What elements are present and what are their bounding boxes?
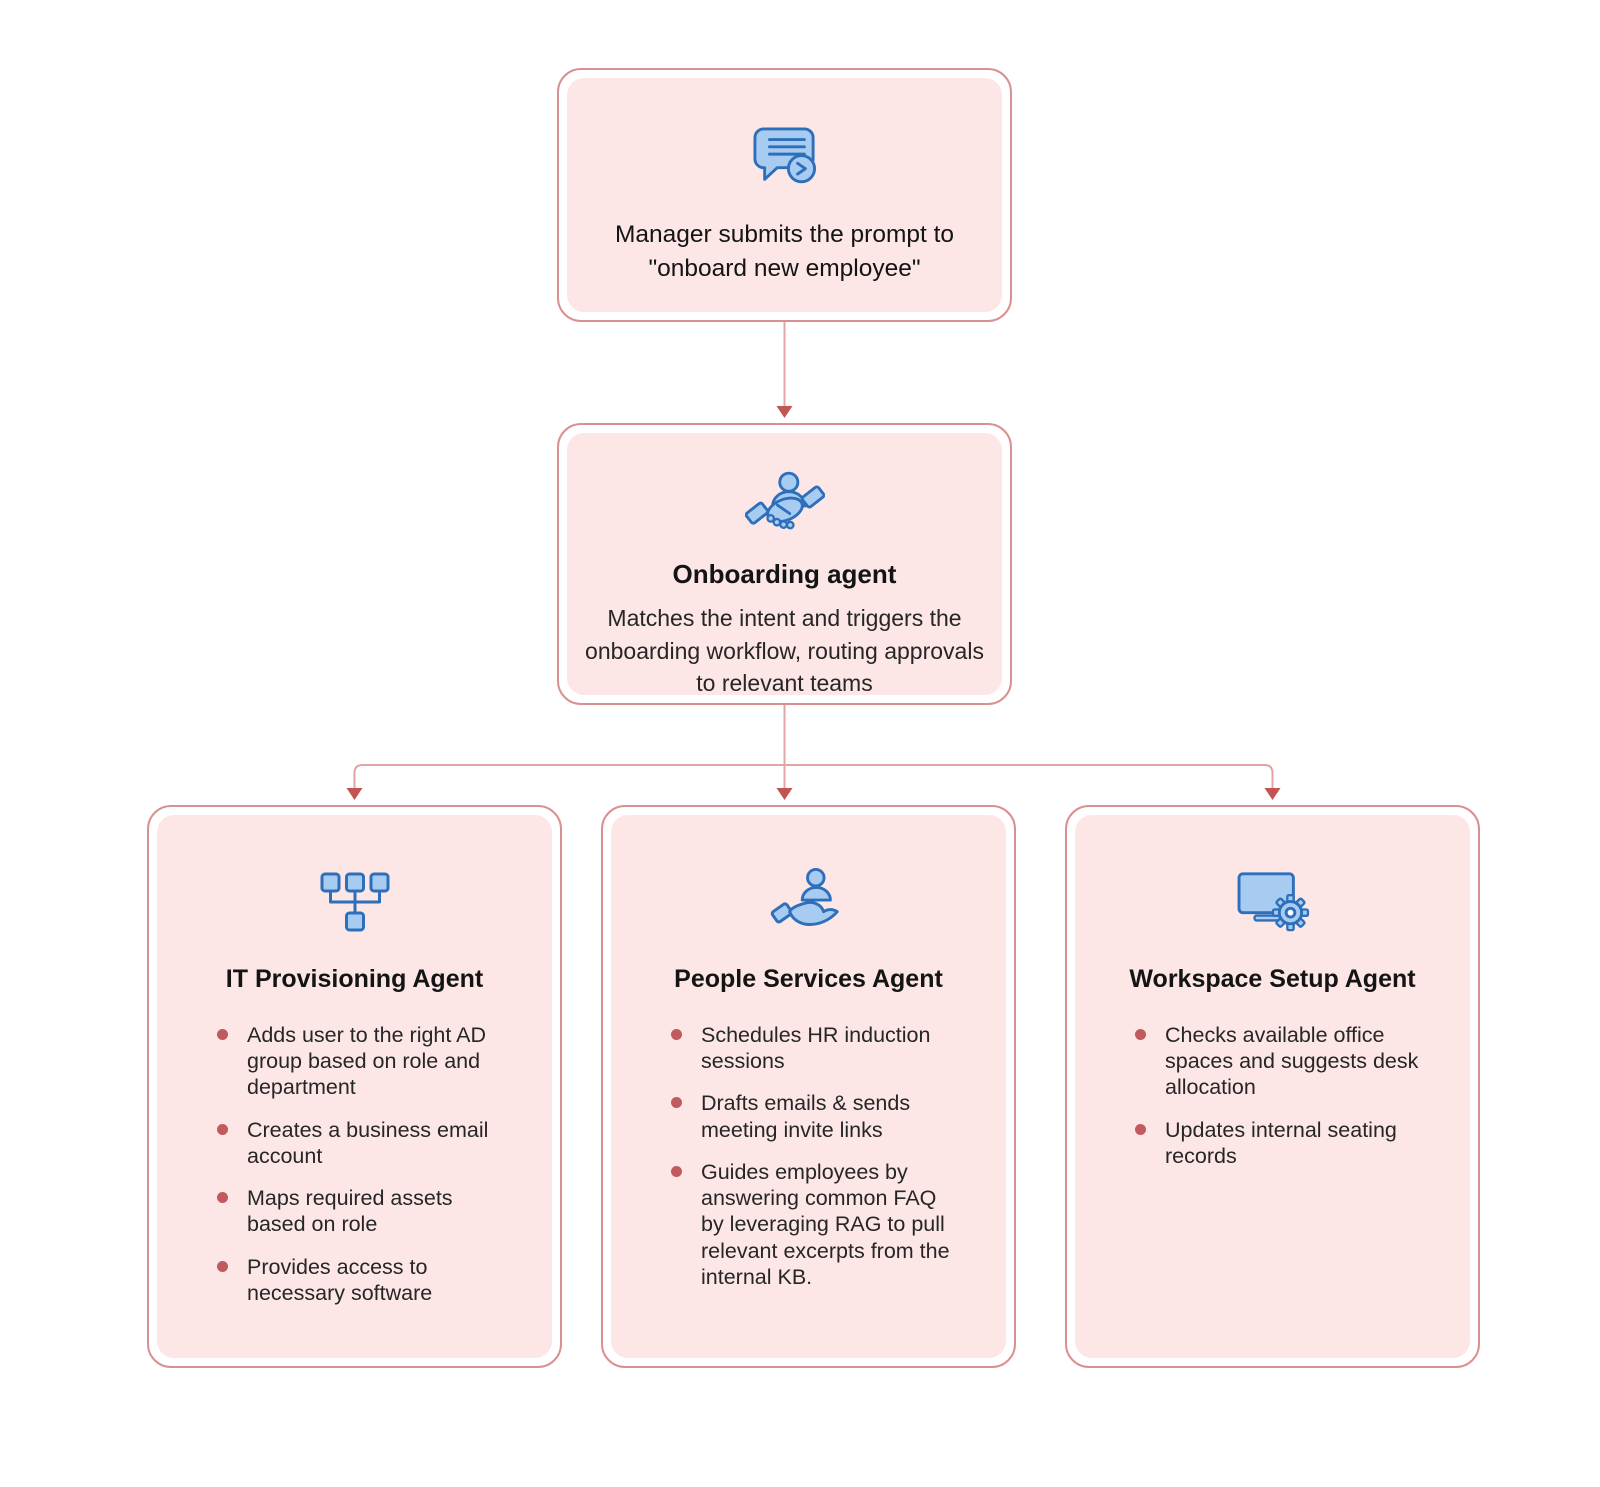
onboarding-agent-description: Matches the intent and triggers the onbo…	[585, 605, 984, 697]
person-in-hand-icon	[770, 865, 848, 939]
node-workspace-setup-agent: Workspace Setup Agent Checks available o…	[1065, 805, 1480, 1368]
workspace-setup-bullets: Checks available office spaces and sugge…	[1075, 1022, 1470, 1185]
bullet-text: Guides employees by answering common FAQ…	[701, 1159, 950, 1289]
arrow-branch-rail	[353, 764, 1274, 788]
arrowhead-agent-middle	[776, 788, 793, 800]
node-onboarding-agent: Onboarding agent Matches the intent and …	[557, 423, 1012, 705]
bullet-dot	[217, 1192, 228, 1204]
arrowhead-agent-left	[346, 788, 363, 800]
it-provisioning-title: IT Provisioning Agent	[225, 965, 484, 993]
arrowhead-orchestrator	[776, 406, 793, 418]
bullet-text: Updates internal seating records	[1165, 1117, 1397, 1168]
bullet-item: Creates a business email account	[217, 1117, 502, 1169]
manager-prompt-text: Manager submits the prompt to "onboard n…	[614, 221, 955, 282]
bullet-text: Creates a business email account	[247, 1117, 489, 1168]
bullet-item: Guides employees by answering common FAQ…	[671, 1159, 956, 1290]
bullet-item: Adds user to the right AD group based on…	[217, 1022, 502, 1101]
node-it-provisioning-body: IT Provisioning Agent Adds user to the r…	[157, 815, 552, 1358]
bullet-dot	[671, 1165, 682, 1177]
node-manager-prompt-body: Manager submits the prompt to "onboard n…	[567, 78, 1002, 312]
workspace-setup-title: Workspace Setup Agent	[1129, 965, 1416, 993]
bullet-item: Maps required assets based on role	[217, 1185, 502, 1237]
node-workspace-setup-body: Workspace Setup Agent Checks available o…	[1075, 815, 1470, 1358]
it-provisioning-bullets: Adds user to the right AD group based on…	[157, 1022, 552, 1322]
chat-prompt-icon	[747, 122, 823, 194]
node-manager-prompt: Manager submits the prompt to "onboard n…	[557, 68, 1012, 322]
bullet-dot	[671, 1097, 682, 1109]
bullet-text: Provides access to necessary software	[247, 1254, 433, 1305]
node-people-services-body: People Services Agent Schedules HR induc…	[611, 815, 1006, 1358]
sitemap-icon	[319, 865, 391, 939]
node-people-services-agent: People Services Agent Schedules HR induc…	[601, 805, 1016, 1368]
bullet-text: Schedules HR induction sessions	[701, 1023, 931, 1074]
bullet-item: Drafts emails & sends meeting invite lin…	[671, 1090, 956, 1142]
node-onboarding-agent-body: Onboarding agent Matches the intent and …	[567, 433, 1002, 696]
bullet-text: Drafts emails & sends meeting invite lin…	[701, 1091, 911, 1142]
onboarding-agent-title: Onboarding agent	[672, 559, 897, 589]
bullet-dot	[217, 1260, 228, 1272]
bullet-dot	[217, 1123, 228, 1135]
people-services-title: People Services Agent	[674, 965, 943, 993]
bullet-text: Adds user to the right AD group based on…	[247, 1023, 487, 1100]
people-services-bullets: Schedules HR induction sessions Drafts e…	[611, 1022, 1006, 1306]
bullet-dot	[1135, 1123, 1146, 1135]
node-it-provisioning-agent: IT Provisioning Agent Adds user to the r…	[147, 805, 562, 1368]
bullet-dot	[217, 1029, 228, 1040]
bullet-dot	[671, 1029, 682, 1040]
bullet-item: Schedules HR induction sessions	[671, 1022, 956, 1074]
handshake-icon	[744, 469, 825, 543]
bullet-item: Provides access to necessary software	[217, 1254, 502, 1306]
bullet-text: Maps required assets based on role	[247, 1186, 453, 1237]
bullet-text: Checks available office spaces and sugge…	[1165, 1023, 1419, 1100]
bullet-item: Updates internal seating records	[1135, 1117, 1420, 1169]
bullet-item: Checks available office spaces and sugge…	[1135, 1022, 1420, 1101]
monitor-gear-icon	[1235, 865, 1311, 939]
bullet-dot	[1135, 1029, 1146, 1040]
arrowhead-agent-right	[1264, 788, 1281, 800]
